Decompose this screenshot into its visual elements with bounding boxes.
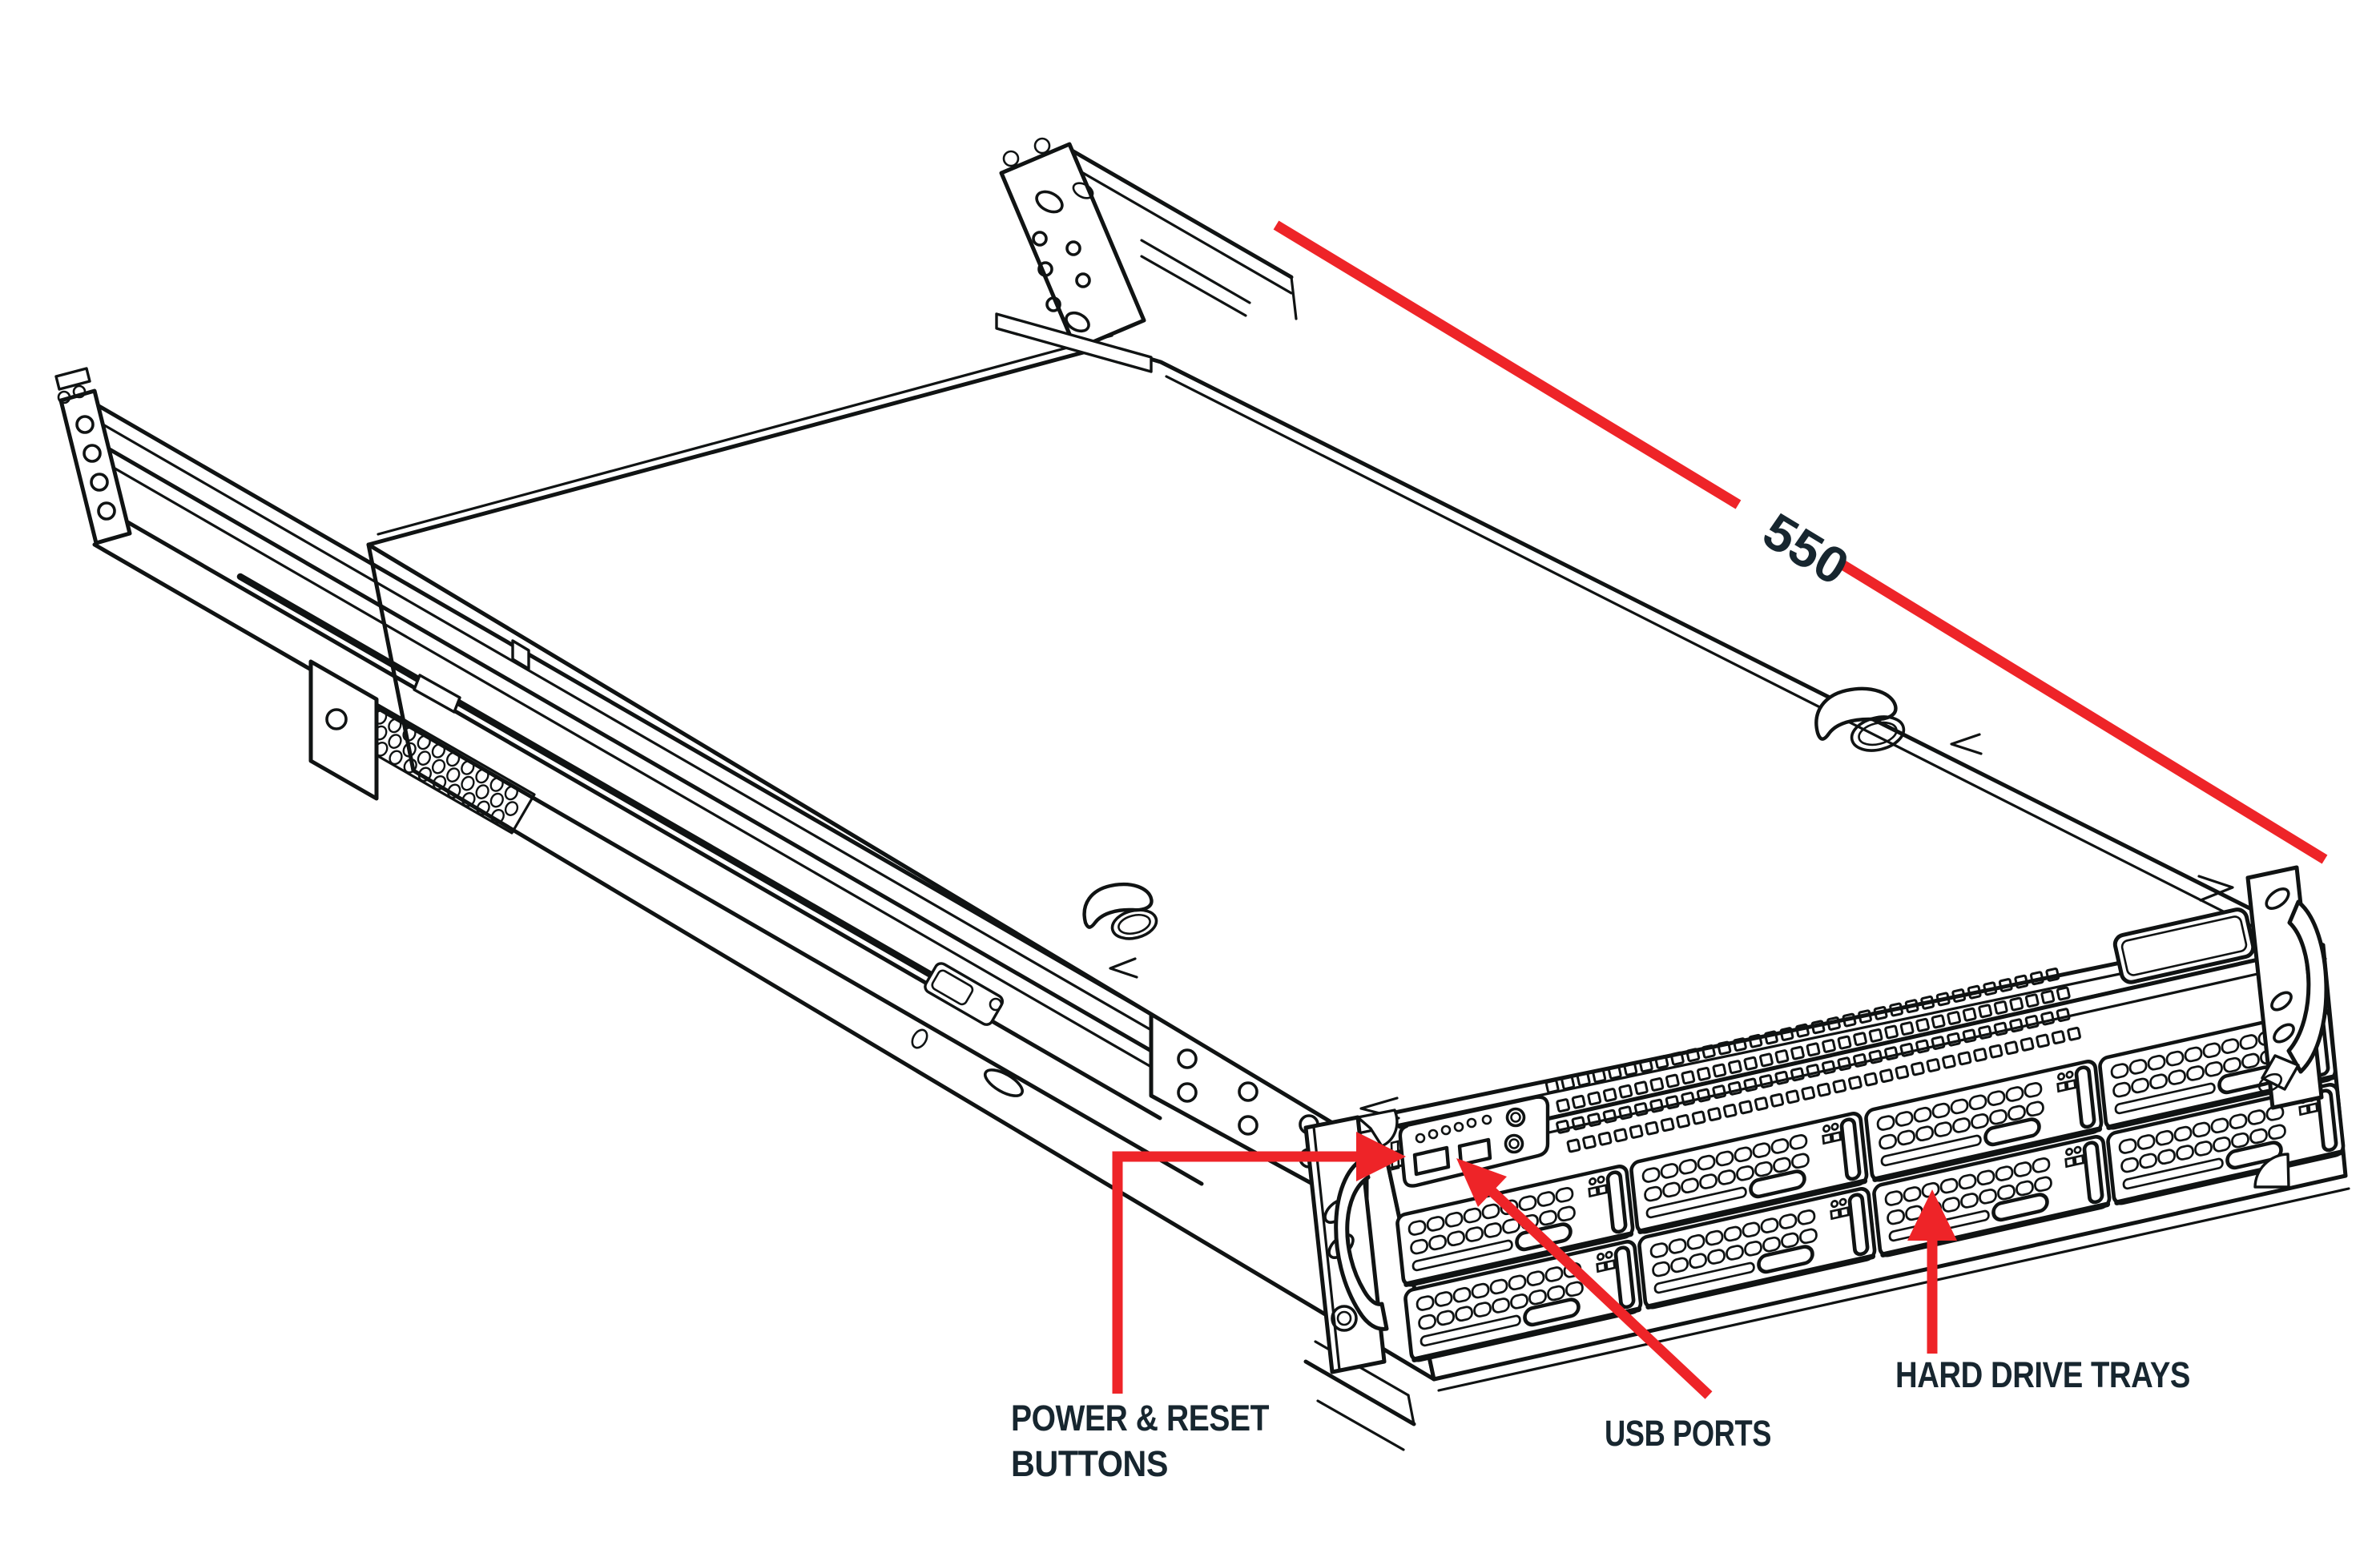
left-ear-handle bbox=[1303, 1108, 1399, 1374]
rail-mid-plate bbox=[308, 659, 379, 801]
dimension-line-segment bbox=[1273, 220, 1742, 509]
arrow-up-left-icon bbox=[1456, 1158, 1507, 1207]
arrow-right-icon bbox=[1356, 1132, 1406, 1181]
chevron-icon bbox=[1950, 733, 1983, 755]
power-reset-label-line1: POWER & RESET bbox=[1011, 1398, 1269, 1438]
bracket-plate bbox=[999, 142, 1146, 352]
usb-label: USB PORTS bbox=[1605, 1413, 1771, 1454]
dimension-value: 550 bbox=[1754, 501, 1858, 596]
dimension-line-segment bbox=[1839, 560, 2328, 864]
bezel-bottom-lip bbox=[1437, 1187, 2350, 1392]
right-ear-handle bbox=[2245, 865, 2329, 1189]
rail-step-tab bbox=[413, 674, 461, 714]
reset-button bbox=[1504, 1133, 1524, 1154]
callout-hard-drive-trays: HARD DRIVE TRAYS bbox=[1895, 1189, 2191, 1395]
callout-usb: USB PORTS bbox=[1456, 1158, 1772, 1454]
rear-rack-bracket bbox=[995, 137, 1298, 373]
rail-release-latch bbox=[911, 962, 1024, 1097]
chevron-icon bbox=[1109, 957, 1138, 979]
rear-lip-line bbox=[377, 334, 1113, 536]
power-button bbox=[1505, 1107, 1526, 1128]
status-leds bbox=[1415, 1114, 1492, 1144]
control-panel bbox=[1390, 1095, 1550, 1188]
bracket-flange bbox=[995, 312, 1153, 373]
rail-front-bracket bbox=[54, 367, 132, 545]
right-edge-inner-line bbox=[1165, 375, 2314, 958]
rail-step bbox=[511, 639, 530, 670]
chevron-icon bbox=[2197, 875, 2234, 902]
cover-latch-rear bbox=[1814, 686, 1906, 752]
callout-line bbox=[1112, 1151, 1362, 1394]
chassis-front-panel bbox=[1303, 865, 2350, 1392]
callout-power-reset: POWER & RESET BUTTONS bbox=[1011, 1132, 1406, 1484]
cover-latch-front bbox=[1082, 882, 1158, 940]
rail-telescoping-sections bbox=[92, 402, 1204, 1186]
slim-bay-panel bbox=[2112, 907, 2256, 984]
callout-line bbox=[1488, 1187, 1713, 1399]
power-reset-label-line2: BUTTONS bbox=[1011, 1443, 1168, 1484]
ear-handle-grip bbox=[2286, 899, 2329, 1074]
hard-drive-label: HARD DRIVE TRAYS bbox=[1895, 1354, 2190, 1395]
usb-ports bbox=[1412, 1137, 1492, 1177]
arrow-up-icon bbox=[1907, 1189, 1957, 1241]
ear-handle-grip bbox=[1334, 1157, 1389, 1331]
